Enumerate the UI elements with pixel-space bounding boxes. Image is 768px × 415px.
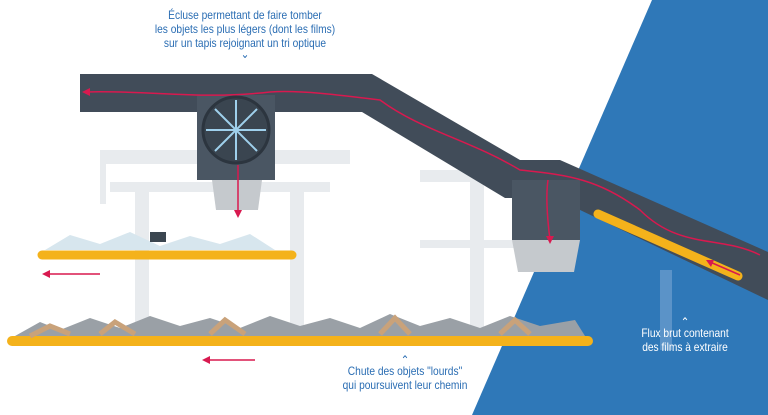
caption-line: Écluse permettant de faire tomber — [168, 8, 322, 22]
flow-arrows — [45, 90, 761, 361]
airlock-caption: Écluse permettant de faire tomber les ob… — [139, 8, 352, 61]
left-hopper — [212, 180, 262, 210]
right-chute-body — [512, 180, 580, 240]
caption-line: des films à extraire — [642, 340, 728, 354]
caption-line: Chute des objets "lourds" — [347, 364, 463, 378]
light-objects — [45, 232, 275, 250]
right-hopper — [512, 240, 580, 272]
raw-flow-caption: ⌃ Flux brut contenant des films à extrai… — [626, 315, 745, 354]
duct — [80, 74, 768, 300]
chevron-up-icon: ⌃ — [400, 353, 410, 367]
caption-line: les objets les plus légers (dont les fil… — [154, 22, 336, 36]
chevron-down-icon: ⌄ — [240, 47, 250, 61]
heavy-objects-caption: ⌃ Chute des objets "lourds" qui poursuiv… — [329, 353, 482, 392]
caption-line: Flux brut contenant — [641, 326, 729, 340]
arrow-heads — [42, 88, 714, 364]
chevron-up-icon: ⌃ — [680, 315, 690, 329]
inclined-conveyor-belt — [593, 209, 743, 281]
caption-line: qui poursuivent leur chemin — [342, 378, 468, 392]
airlock-vanes — [206, 100, 266, 160]
heavy-objects — [15, 314, 585, 339]
caption-line: sur un tapis rejoignant un tri optique — [163, 36, 327, 50]
